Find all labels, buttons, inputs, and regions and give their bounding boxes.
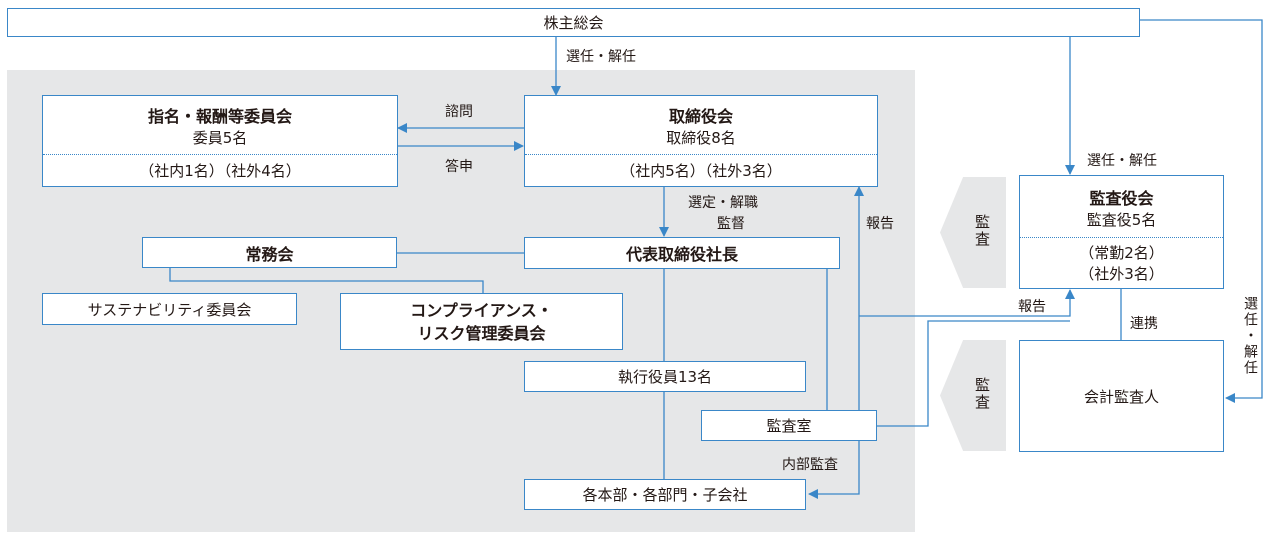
sustainability-committee: サステナビリティ委員会	[42, 293, 297, 325]
audit-and-supervisory-board: 監査役会 監査役5名 （常勤2名） （社外3名）	[1019, 175, 1224, 289]
board-of-directors: 取締役会 取締役8名 （社内5名）（社外3名）	[524, 95, 878, 187]
board-title: 取締役会	[668, 107, 733, 126]
audit-board-members: 監査役5名	[1086, 210, 1157, 229]
president-label: 代表取締役社長	[625, 245, 738, 264]
board-breakdown: （社内5名）（社外3名）	[525, 154, 877, 186]
audit-board-breakdown-fulltime: （常勤2名）	[1079, 244, 1164, 262]
audit-board-breakdown-outside: （社外3名）	[1079, 265, 1164, 283]
label-appoint-dismiss-board: 選任・解任	[566, 49, 636, 65]
nomination-committee-members: 委員5名	[192, 129, 248, 147]
label-report-to-board: 報告	[866, 216, 894, 232]
label-appoint-dismiss-audit: 選任・解任	[1087, 153, 1157, 169]
compliance-committee-line1: コンプライアンス・	[410, 300, 553, 320]
sustainability-committee-label: サステナビリティ委員会	[87, 300, 252, 319]
compliance-risk-committee: コンプライアンス・ リスク管理委員会	[340, 293, 623, 350]
executive-officers: 執行役員13名	[524, 361, 806, 392]
shareholders-meeting-label: 株主総会	[543, 14, 604, 32]
compliance-committee-line2: リスク管理委員会	[417, 323, 546, 343]
nomination-committee-breakdown: （社内1名）（社外4名）	[43, 154, 397, 186]
label-internal-audit: 内部監査	[782, 457, 838, 473]
divisions-and-subsidiaries: 各本部・各部門・子会社	[524, 479, 806, 510]
label-report-back: 答申	[445, 159, 473, 175]
executive-council-label: 常務会	[245, 244, 294, 264]
label-report-to-audit: 報告	[1018, 299, 1046, 315]
president-and-ceo: 代表取締役社長	[524, 237, 840, 269]
audit-board-title: 監査役会	[1089, 188, 1154, 208]
divisions-label: 各本部・各部門・子会社	[582, 486, 748, 504]
audit-tag-lower-label: 監査	[973, 377, 991, 411]
audit-tag-upper-label: 監査	[973, 214, 991, 248]
label-select-dismiss: 選定・解職	[688, 195, 758, 211]
audit-office: 監査室	[701, 410, 877, 441]
audit-office-label: 監査室	[766, 417, 812, 435]
nomination-compensation-committee: 指名・報酬等委員会 委員5名 （社内1名）（社外4名）	[42, 95, 398, 187]
board-members: 取締役8名	[666, 129, 736, 147]
accounting-auditor: 会計監査人	[1019, 340, 1224, 452]
shareholders-meeting: 株主総会	[7, 8, 1140, 37]
label-supervise: 監督	[717, 216, 745, 232]
label-cooperation: 連携	[1130, 316, 1158, 332]
nomination-committee-title: 指名・報酬等委員会	[147, 107, 292, 126]
label-consult: 諮問	[445, 104, 473, 120]
label-appoint-dismiss-auditor: 選任・解任	[1242, 296, 1258, 376]
executive-council: 常務会	[142, 237, 397, 268]
executive-officers-label: 執行役員13名	[617, 368, 713, 386]
accounting-auditor-label: 会計監査人	[1083, 387, 1159, 406]
